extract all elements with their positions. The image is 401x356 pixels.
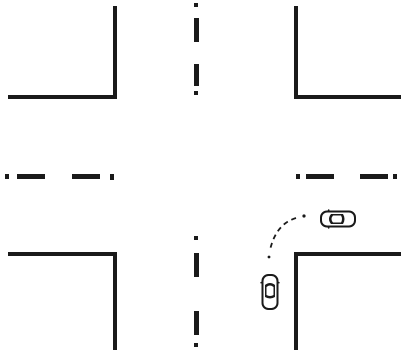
center-dash	[360, 174, 388, 179]
center-dash	[194, 311, 199, 335]
center-dot	[393, 174, 397, 179]
center-dash	[194, 64, 199, 86]
center-dot	[5, 174, 9, 179]
center-dot	[194, 3, 198, 7]
vehicle-at-bottom-right-corner	[261, 275, 280, 309]
center-dash	[17, 174, 45, 179]
center-dot	[110, 174, 114, 180]
center-dot	[194, 343, 198, 347]
car-top-view-icon	[261, 275, 280, 309]
center-dash	[194, 253, 199, 277]
path-start-dot	[302, 214, 305, 217]
center-dash	[306, 174, 334, 179]
center-dash	[194, 18, 199, 42]
car-top-view-icon	[321, 210, 355, 229]
vehicle-entering-from-right	[321, 210, 355, 229]
path-end-dot	[268, 256, 271, 259]
center-dot	[194, 91, 198, 95]
center-dash	[72, 174, 100, 179]
center-dot	[296, 174, 300, 179]
center-dot	[194, 236, 198, 240]
